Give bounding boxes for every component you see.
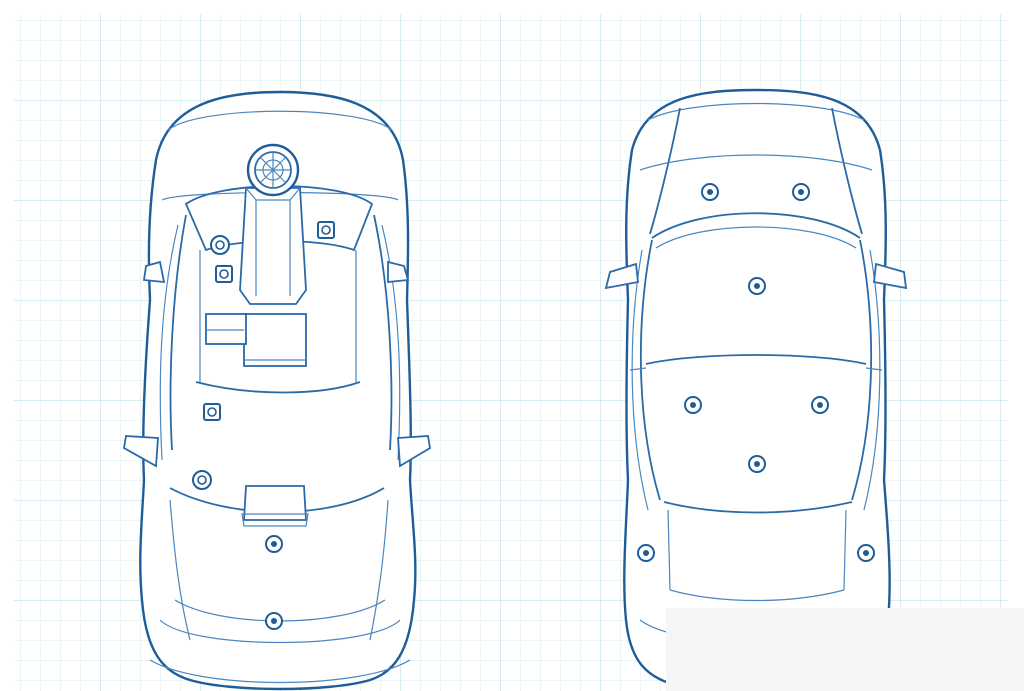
car-right-round-sensor [748, 455, 766, 473]
car-left-mirror-rear-right [397, 435, 431, 468]
car-left-round-sensor [210, 235, 230, 255]
car-right-mirror-right [873, 262, 908, 290]
car-right-mirror-left [604, 262, 639, 290]
car-right-round-sensor [701, 183, 719, 201]
car-right-top-view [604, 88, 908, 691]
car-right-round-sensor [684, 396, 702, 414]
car-left-sensor-box [205, 313, 307, 367]
car-right-windshield [651, 212, 861, 239]
car-left-rear-module [241, 485, 309, 527]
car-left-mirror-front-left [142, 260, 166, 284]
car-right-round-sensor [637, 544, 655, 562]
car-left-square-sensor [203, 403, 221, 421]
overlay-panel [666, 608, 1024, 691]
car-right-round-sensor [857, 544, 875, 562]
car-right-round-sensor [811, 396, 829, 414]
car-left-round-sensor [192, 470, 212, 490]
car-right-round-sensor [748, 277, 766, 295]
car-left-square-sensor [317, 221, 335, 239]
car-left-mirror-rear-left [123, 435, 159, 468]
car-left-mirror-front-right [387, 260, 410, 283]
car-left-lidar-mast [239, 143, 307, 305]
car-right-round-sensor [792, 183, 810, 201]
car-left-round-sensor [265, 535, 283, 553]
car-left-top-view [123, 90, 431, 691]
car-left-square-sensor [215, 265, 233, 283]
car-left-round-sensor [265, 612, 283, 630]
